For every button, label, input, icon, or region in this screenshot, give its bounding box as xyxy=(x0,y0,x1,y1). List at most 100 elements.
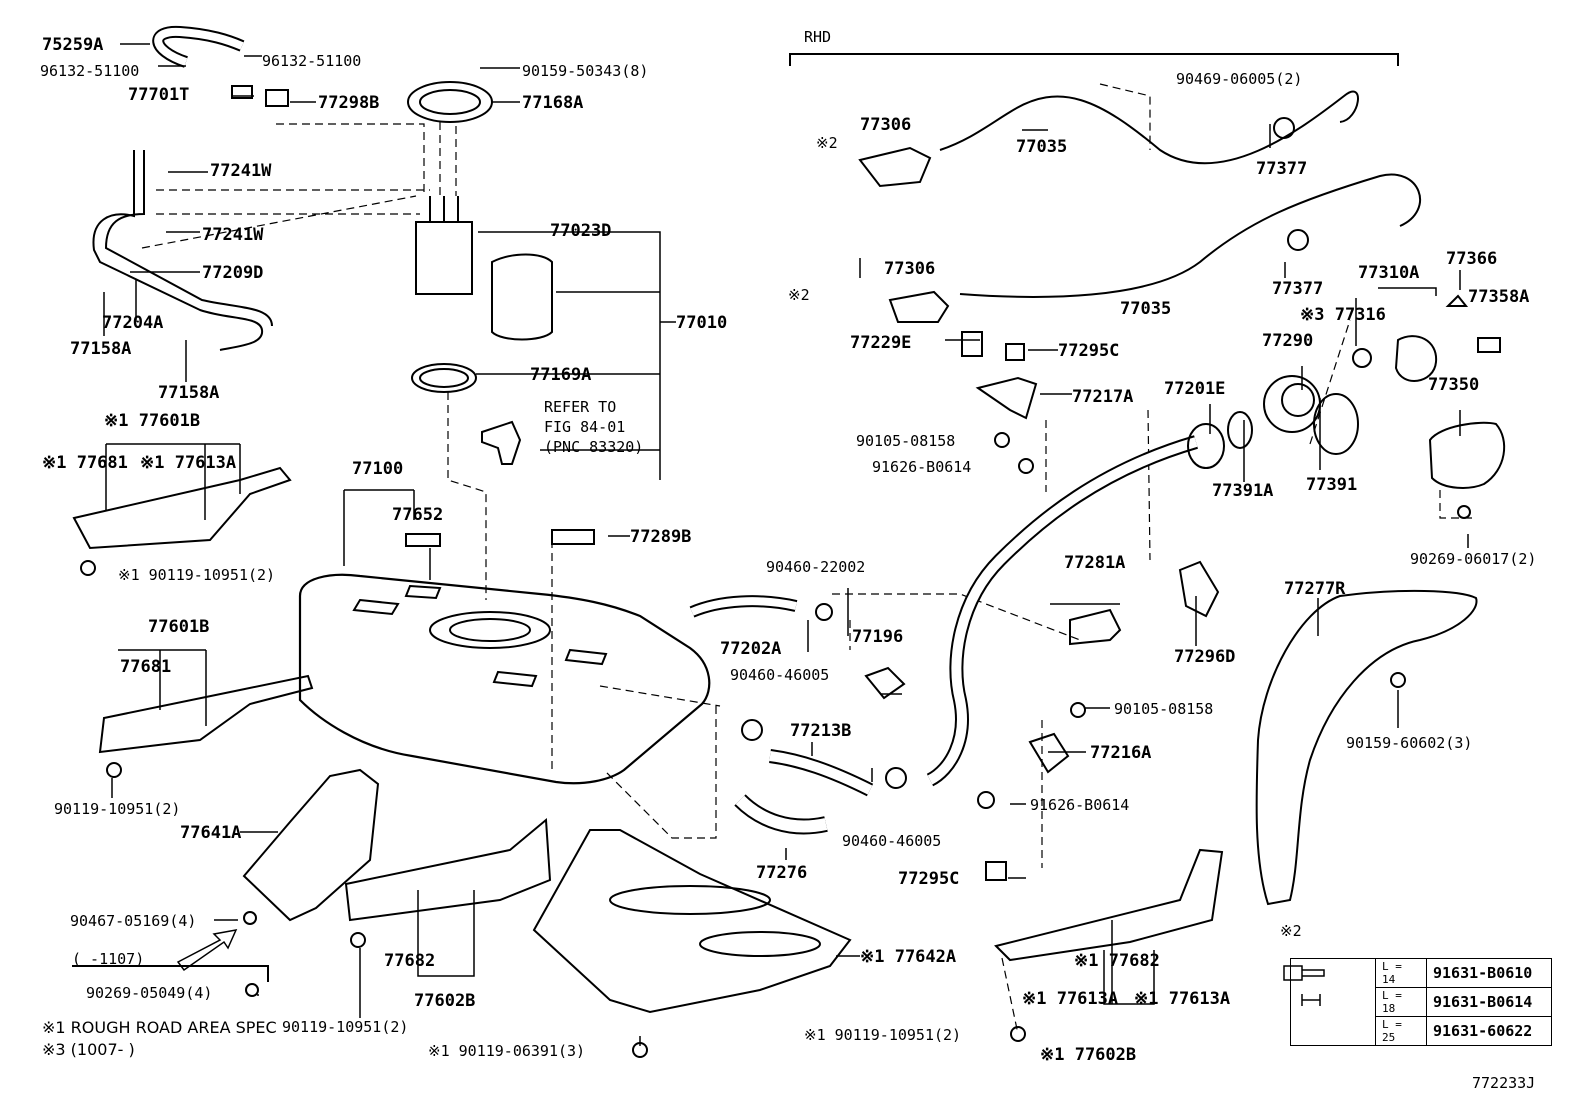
cap-77310A xyxy=(1394,335,1438,382)
note-star3: ※3 (1007- ) xyxy=(42,1040,135,1059)
bracket-77216A xyxy=(1028,732,1070,774)
ring-77391 xyxy=(1313,393,1359,455)
clip-77229E xyxy=(961,331,983,357)
fuel-door-77350 xyxy=(1428,421,1506,489)
label-96132-right: 96132-51100 xyxy=(262,52,362,70)
ring-77391A xyxy=(1227,411,1253,449)
label-77216A: 77216A xyxy=(1090,743,1152,763)
bracket-refer xyxy=(481,420,522,465)
label-77641A: 77641A xyxy=(180,823,242,843)
bolt-77377-1 xyxy=(1273,117,1295,139)
label-77168A: 77168A xyxy=(522,93,584,113)
label-77298B: 77298B xyxy=(318,93,380,113)
label-refer-pnc: (PNC 83320) xyxy=(544,438,644,456)
bolt-90105-1 xyxy=(994,432,1010,448)
heat-shield-77641A xyxy=(242,768,380,922)
label-77682-left: 77682 xyxy=(384,951,436,971)
label-90105-2: 90105-08158 xyxy=(1114,700,1214,718)
label-77391A: 77391A xyxy=(1212,481,1274,501)
clip-77295C-1 xyxy=(1005,343,1025,361)
clip-77295C-2 xyxy=(985,861,1007,881)
label-refer-to: REFER TO xyxy=(544,398,617,416)
label-refer-fig: FIG 84-01 xyxy=(544,418,626,436)
label-77652: 77652 xyxy=(392,505,444,525)
length-cell: L = 25 xyxy=(1375,1016,1427,1046)
table-bolt-cell xyxy=(1290,958,1376,1046)
label-90460-46005-b: 90460-46005 xyxy=(842,832,942,850)
label-77010: 77010 xyxy=(676,313,728,333)
label-90119-bottom: 90119-10951(2) xyxy=(282,1018,409,1036)
figure-code: 772233J xyxy=(1472,1074,1536,1092)
label-77213B: 77213B xyxy=(790,721,852,741)
bracket-77281A xyxy=(1069,608,1122,646)
label-77310A: 77310A xyxy=(1358,263,1420,283)
bracket-77296D xyxy=(1178,560,1220,618)
label-77241W-2: 77241W xyxy=(202,225,264,245)
label-90269-05049: 90269-05049(4) xyxy=(86,984,213,1002)
label-77100: 77100 xyxy=(352,459,404,479)
label-77241W-1: 77241W xyxy=(210,161,272,181)
clamp-90460-b xyxy=(885,767,907,789)
clip-77289B xyxy=(551,529,595,545)
latch-77306-1 xyxy=(858,146,932,188)
bolt-90119-mid xyxy=(106,762,122,778)
label-77295C-2: 77295C xyxy=(898,869,960,889)
bolt-90105-2 xyxy=(1070,702,1086,718)
label-rhd: RHD xyxy=(804,28,832,46)
label-90119-06391: ※1 90119-06391(3) xyxy=(428,1042,586,1060)
connector-77701T xyxy=(231,85,253,99)
label-77281A: 77281A xyxy=(1064,553,1126,573)
label-77642A: ※1 77642A xyxy=(860,947,957,967)
table-row: L = 18 91631-B0614 xyxy=(1291,987,1552,1017)
bolt-77377-2 xyxy=(1287,229,1309,251)
rhd-bracket xyxy=(789,53,1399,66)
note-rough-road: ※1 ROUGH ROAD AREA SPEC xyxy=(42,1018,277,1037)
label-77201E: 77201E xyxy=(1164,379,1226,399)
label-77229E: 77229E xyxy=(850,333,912,353)
label-77377-1: 77377 xyxy=(1256,159,1308,179)
label-77681-top: ※1 77681 xyxy=(42,453,128,473)
range-bracket xyxy=(72,965,269,982)
label-91626-1: 91626-B0614 xyxy=(872,458,972,476)
clamp-90460-22002 xyxy=(815,603,833,621)
part-cell: 91631-B0610 xyxy=(1426,958,1552,988)
label-77601B: 77601B xyxy=(148,617,210,637)
label-77350: 77350 xyxy=(1428,375,1480,395)
filler-neck xyxy=(1187,423,1225,469)
label-96132-left: 96132-51100 xyxy=(40,62,140,80)
label-90469: 90469-06005(2) xyxy=(1176,70,1303,88)
label-90119-mid: 90119-10951(2) xyxy=(54,800,181,818)
length-cell: L = 18 xyxy=(1375,987,1427,1017)
label-77701T: 77701T xyxy=(128,85,190,105)
label-range-1107: ( -1107) xyxy=(72,950,145,968)
strap-77601B-top xyxy=(72,466,292,550)
under-cover-77642A xyxy=(532,829,852,1014)
fuel-pump-77023D xyxy=(415,221,473,295)
clip-77366 xyxy=(1445,294,1469,307)
label-77601B-top: ※1 77601B xyxy=(104,411,201,431)
label-77306-2: 77306 xyxy=(884,259,936,279)
label-77209D: 77209D xyxy=(202,263,264,283)
label-90119-top: ※1 90119-10951(2) xyxy=(118,566,276,584)
latch-77306-2 xyxy=(888,290,950,323)
label-77276: 77276 xyxy=(756,863,808,883)
pad-77652 xyxy=(405,533,441,547)
clamp-90460-a xyxy=(741,719,763,741)
table-row: L = 25 91631-60622 xyxy=(1291,1016,1552,1046)
bolt-91626-1 xyxy=(1018,458,1034,474)
label-90269-06017: 90269-06017(2) xyxy=(1410,550,1537,568)
label-77289B: 77289B xyxy=(630,527,692,547)
label-90460-22002: 90460-22002 xyxy=(766,558,866,576)
liner-77277R xyxy=(1255,589,1478,906)
strap-77602B-left xyxy=(344,817,552,922)
label-77613A-top: ※1 77613A xyxy=(140,453,237,473)
clip-77358A xyxy=(1477,337,1501,353)
label-77391: 77391 xyxy=(1306,475,1358,495)
label-77023D: 77023D xyxy=(550,221,612,241)
bolt-91626-2 xyxy=(977,791,995,809)
label-91626-2: 91626-B0614 xyxy=(1030,796,1130,814)
label-77158A-2: 77158A xyxy=(158,383,220,403)
label-77682-right: ※1 77682 xyxy=(1074,951,1160,971)
